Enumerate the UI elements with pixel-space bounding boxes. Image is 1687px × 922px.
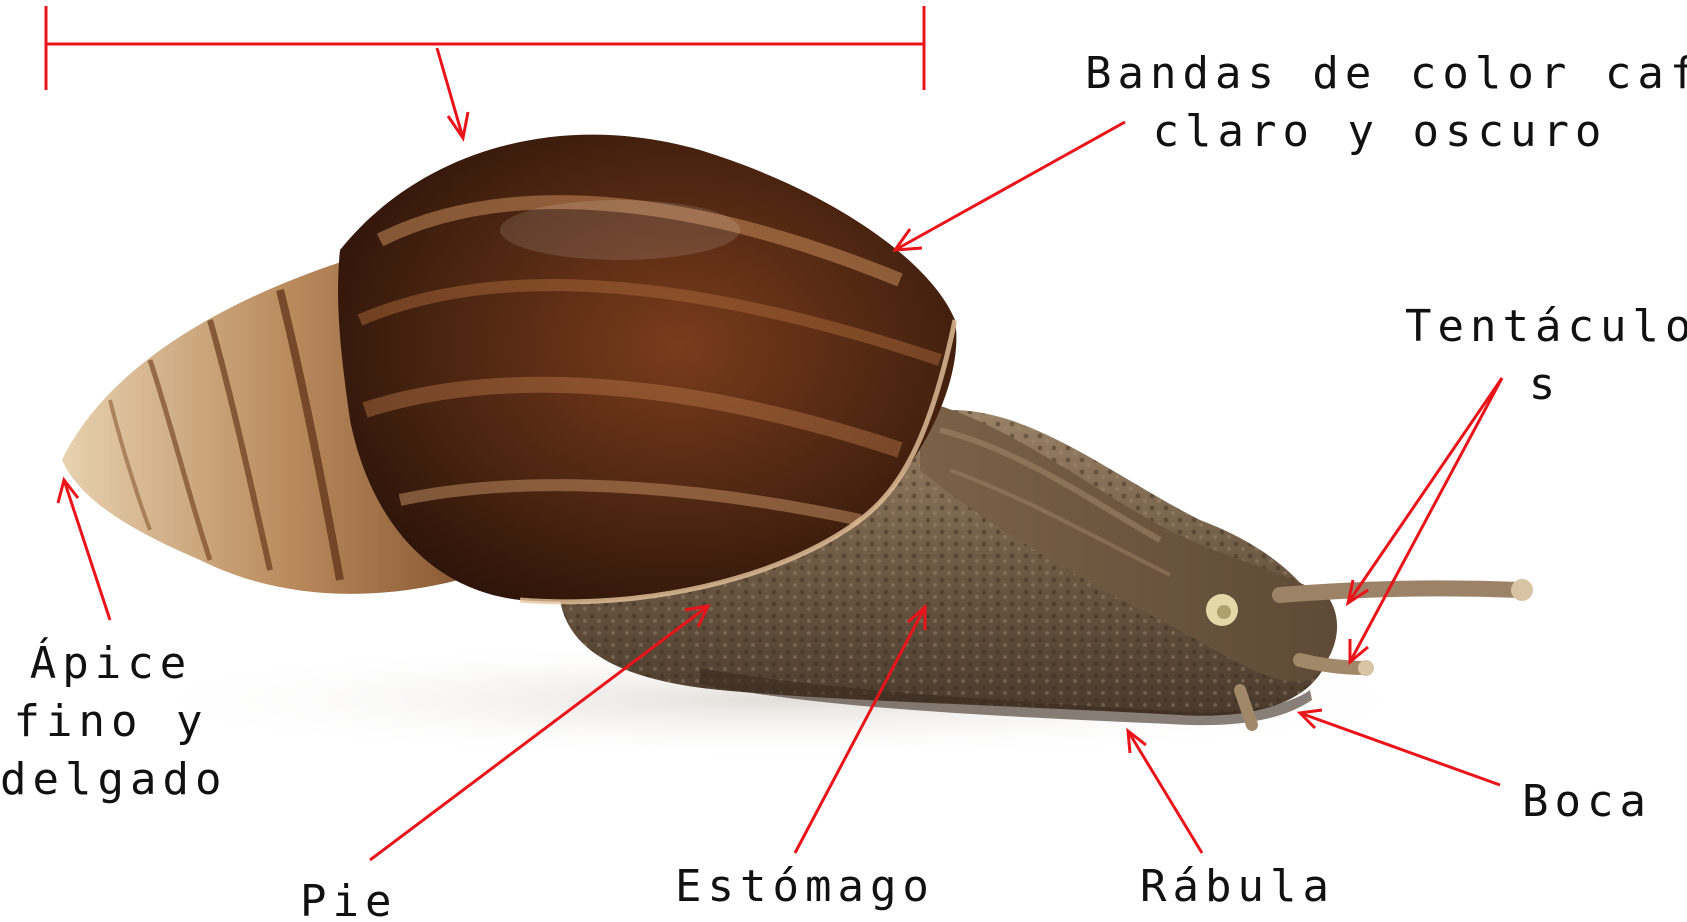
tentacle-tip <box>1511 579 1533 601</box>
label-apex: Ápice fino y delgado <box>0 635 222 809</box>
label-foot-text: Pie <box>300 873 397 922</box>
label-shell-bands: Bandas de color café claro y oscuro <box>1085 45 1675 161</box>
label-apex-line1: Ápice <box>0 635 222 693</box>
shell-pointer-line <box>437 48 463 138</box>
label-shell-bands-line1: Bandas de color café <box>1085 45 1675 103</box>
label-mouth: Boca <box>1522 773 1652 831</box>
label-stomach: Estómago <box>675 858 935 916</box>
label-apex-line2: fino y <box>0 693 222 751</box>
label-tentacles-line2: s <box>1405 356 1685 414</box>
label-shell-bands-line2: claro y oscuro <box>1085 103 1675 161</box>
label-tentacles-line1: Tentáculo <box>1405 298 1685 356</box>
label-tentacles: Tentáculo s <box>1405 298 1685 414</box>
label-foot: Pie <box>300 873 397 922</box>
label-stomach-text: Estómago <box>675 858 935 916</box>
label-apex-line3: delgado <box>0 751 222 809</box>
label-mouth-text: Boca <box>1522 773 1652 831</box>
tentacles-pointer-line-2 <box>1350 378 1502 662</box>
eye <box>1206 594 1238 626</box>
label-radula: Rábula <box>1140 858 1335 916</box>
label-radula-text: Rábula <box>1140 858 1335 916</box>
